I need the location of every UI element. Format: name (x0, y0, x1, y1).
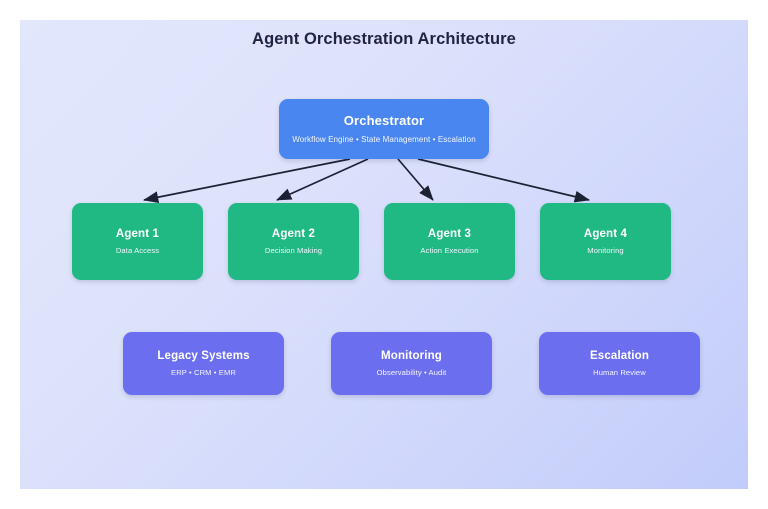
node-monitoring-title: Monitoring (381, 349, 442, 362)
node-agent-3[interactable]: Agent 3 Action Execution (384, 203, 515, 280)
node-orchestrator-title: Orchestrator (343, 112, 425, 128)
node-orchestrator-subtitle: Workflow Engine • State Management • Esc… (292, 134, 476, 144)
edge-orchestrator-to-agent-4 (417, 158, 590, 203)
diagram-canvas: Agent Orchestration Architecture Orchest… (20, 20, 748, 489)
page-title: Agent Orchestration Architecture (252, 30, 516, 48)
node-monitoring[interactable]: Monitoring Observability • Audit (331, 332, 492, 395)
node-agent-3-title: Agent 3 (427, 227, 472, 240)
node-agent-3-subtitle: Action Execution (420, 246, 479, 256)
node-agent-2-subtitle: Decision Making (264, 246, 323, 256)
node-escalation-title: Escalation (589, 349, 650, 362)
node-monitoring-subtitle: Observability • Audit (376, 368, 447, 378)
node-legacy-systems[interactable]: Legacy Systems ERP • CRM • EMR (123, 332, 284, 395)
edge-orchestrator-to-agent-3 (397, 158, 434, 201)
node-agent-1-subtitle: Data Access (115, 246, 160, 256)
node-agent-2-title: Agent 2 (271, 227, 316, 240)
edge-orchestrator-to-agent-1 (142, 158, 351, 204)
node-legacy-systems-subtitle: ERP • CRM • EMR (171, 368, 236, 378)
edge-orchestrator-to-agent-2 (276, 158, 369, 201)
node-agent-4[interactable]: Agent 4 Monitoring (540, 203, 671, 280)
node-escalation-subtitle: Human Review (593, 368, 646, 378)
node-orchestrator[interactable]: Orchestrator Workflow Engine • State Man… (279, 99, 489, 159)
node-agent-1-title: Agent 1 (115, 227, 160, 240)
node-agent-4-subtitle: Monitoring (587, 246, 624, 256)
node-escalation[interactable]: Escalation Human Review (539, 332, 700, 395)
node-agent-4-title: Agent 4 (583, 227, 628, 240)
node-agent-2[interactable]: Agent 2 Decision Making (228, 203, 359, 280)
node-legacy-systems-title: Legacy Systems (157, 349, 250, 362)
node-agent-1[interactable]: Agent 1 Data Access (72, 203, 203, 280)
